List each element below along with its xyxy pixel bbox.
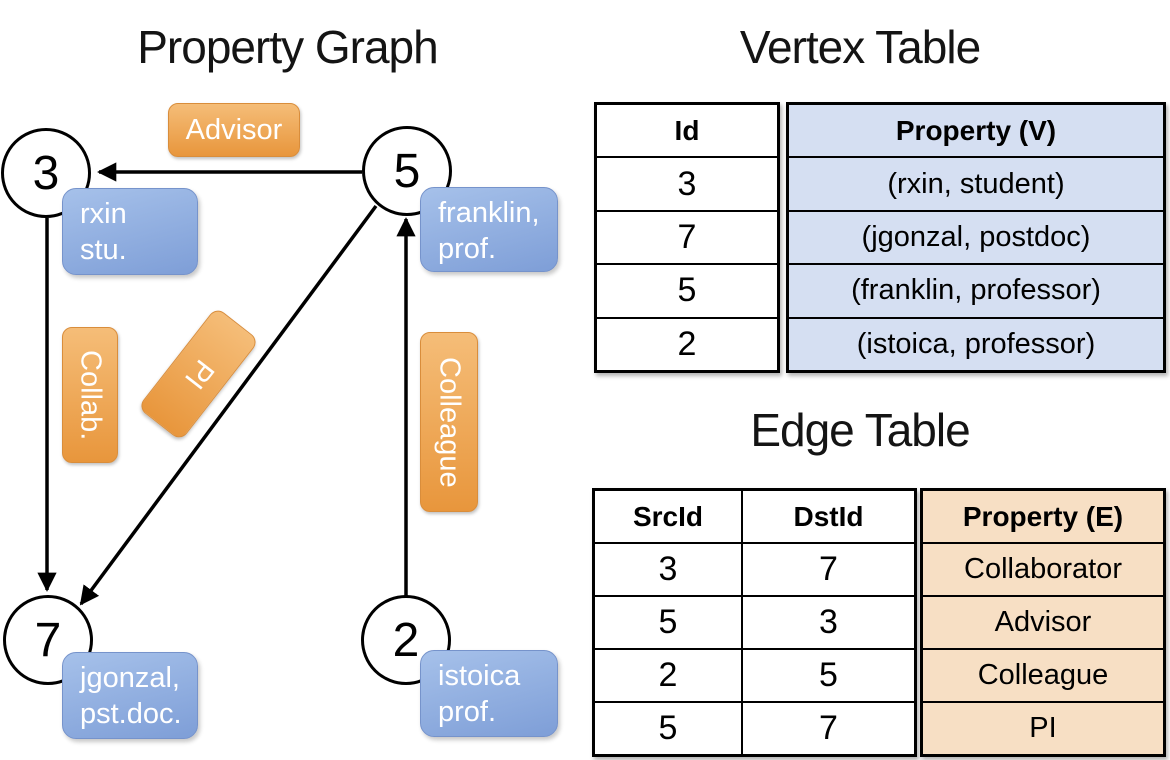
edge-label-advisor: Advisor bbox=[168, 103, 300, 157]
edge-table-srcid-header: SrcId bbox=[632, 500, 704, 532]
edge-table-row-dstid: 7 bbox=[743, 542, 914, 595]
edge-table-id-columns: SrcId 3 5 2 5 DstId 7 3 5 7 bbox=[592, 488, 917, 757]
edge-table-row-srcid: 5 bbox=[595, 595, 741, 648]
node-3-property-line2: stu. bbox=[80, 234, 127, 266]
edge-table-row-property: PI bbox=[923, 701, 1163, 754]
vertex-table-row-id: 5 bbox=[597, 263, 777, 316]
node-2-id: 2 bbox=[392, 613, 420, 667]
edge-table-property-column: Property (E) Collaborator Advisor Collea… bbox=[920, 488, 1166, 757]
edge-table-row-property: Colleague bbox=[923, 648, 1163, 701]
vertex-table-id-header: Id bbox=[674, 114, 700, 146]
edge-table-row-dstid: 7 bbox=[743, 701, 914, 754]
vertex-table-id-column: Id 3 7 5 2 bbox=[594, 102, 780, 373]
vertex-table-row-property: (rxin, student) bbox=[789, 156, 1163, 210]
node-3-property-box: rxin stu. bbox=[62, 188, 198, 275]
edge-table-row-dstid: 3 bbox=[743, 595, 914, 648]
edge-label-colleague: Colleague bbox=[420, 332, 478, 512]
edge-table-row-srcid: 3 bbox=[595, 542, 741, 595]
vertex-table-row-property: (franklin, professor) bbox=[789, 263, 1163, 317]
edge-table-srcid-column: SrcId 3 5 2 5 bbox=[595, 491, 741, 754]
edge-table-row-srcid: 2 bbox=[595, 648, 741, 701]
node-5-property-line2: prof. bbox=[438, 233, 497, 265]
edge-table-row-dstid: 5 bbox=[743, 648, 914, 701]
vertex-table-row-property: (jgonzal, postdoc) bbox=[789, 209, 1163, 264]
edge-table-dstid-column: DstId 7 3 5 7 bbox=[741, 491, 914, 754]
vertex-table-row-id: 7 bbox=[597, 209, 777, 263]
property-graph-title: Property Graph bbox=[137, 21, 438, 73]
edge-table-row-srcid: 5 bbox=[595, 701, 741, 754]
node-7-property-line1: jgonzal, bbox=[80, 662, 180, 694]
edge-label-collab: Collab. bbox=[62, 327, 118, 463]
vertex-table-property-column: Property (V) (rxin, student) (jgonzal, p… bbox=[786, 102, 1166, 373]
node-5-property-box: franklin, prof. bbox=[420, 187, 558, 272]
vertex-table-row-property: (istoica, professor) bbox=[789, 316, 1163, 371]
graph-node-3: 3 bbox=[1, 128, 91, 218]
edge-table-row-property: Collaborator bbox=[923, 542, 1163, 595]
node-7-id: 7 bbox=[34, 613, 62, 667]
vertex-table-row-id: 3 bbox=[597, 156, 777, 209]
edge-pi-5-to-7 bbox=[79, 204, 378, 606]
vertex-table-row-id: 2 bbox=[597, 316, 777, 370]
vertex-table-property-header: Property (V) bbox=[789, 105, 1163, 157]
node-5-property-line1: franklin, bbox=[438, 197, 540, 229]
edge-table-property-header: Property (E) bbox=[923, 491, 1163, 542]
node-3-property-line1: rxin bbox=[80, 198, 127, 230]
node-7-property-line2: pst.doc. bbox=[80, 698, 182, 730]
edge-table-row-property: Advisor bbox=[923, 595, 1163, 648]
node-2-property-line2: prof. bbox=[438, 696, 497, 728]
node-5-id: 5 bbox=[393, 144, 421, 198]
edge-table-title: Edge Table bbox=[750, 404, 970, 456]
node-2-property-box: istoica prof. bbox=[420, 650, 558, 737]
vertex-table-title: Vertex Table bbox=[739, 21, 981, 73]
edge-table-dstid-header: DstId bbox=[793, 500, 864, 532]
node-7-property-box: jgonzal, pst.doc. bbox=[62, 652, 198, 739]
node-2-property-line1: istoica bbox=[438, 660, 521, 692]
node-3-id: 3 bbox=[32, 146, 60, 200]
